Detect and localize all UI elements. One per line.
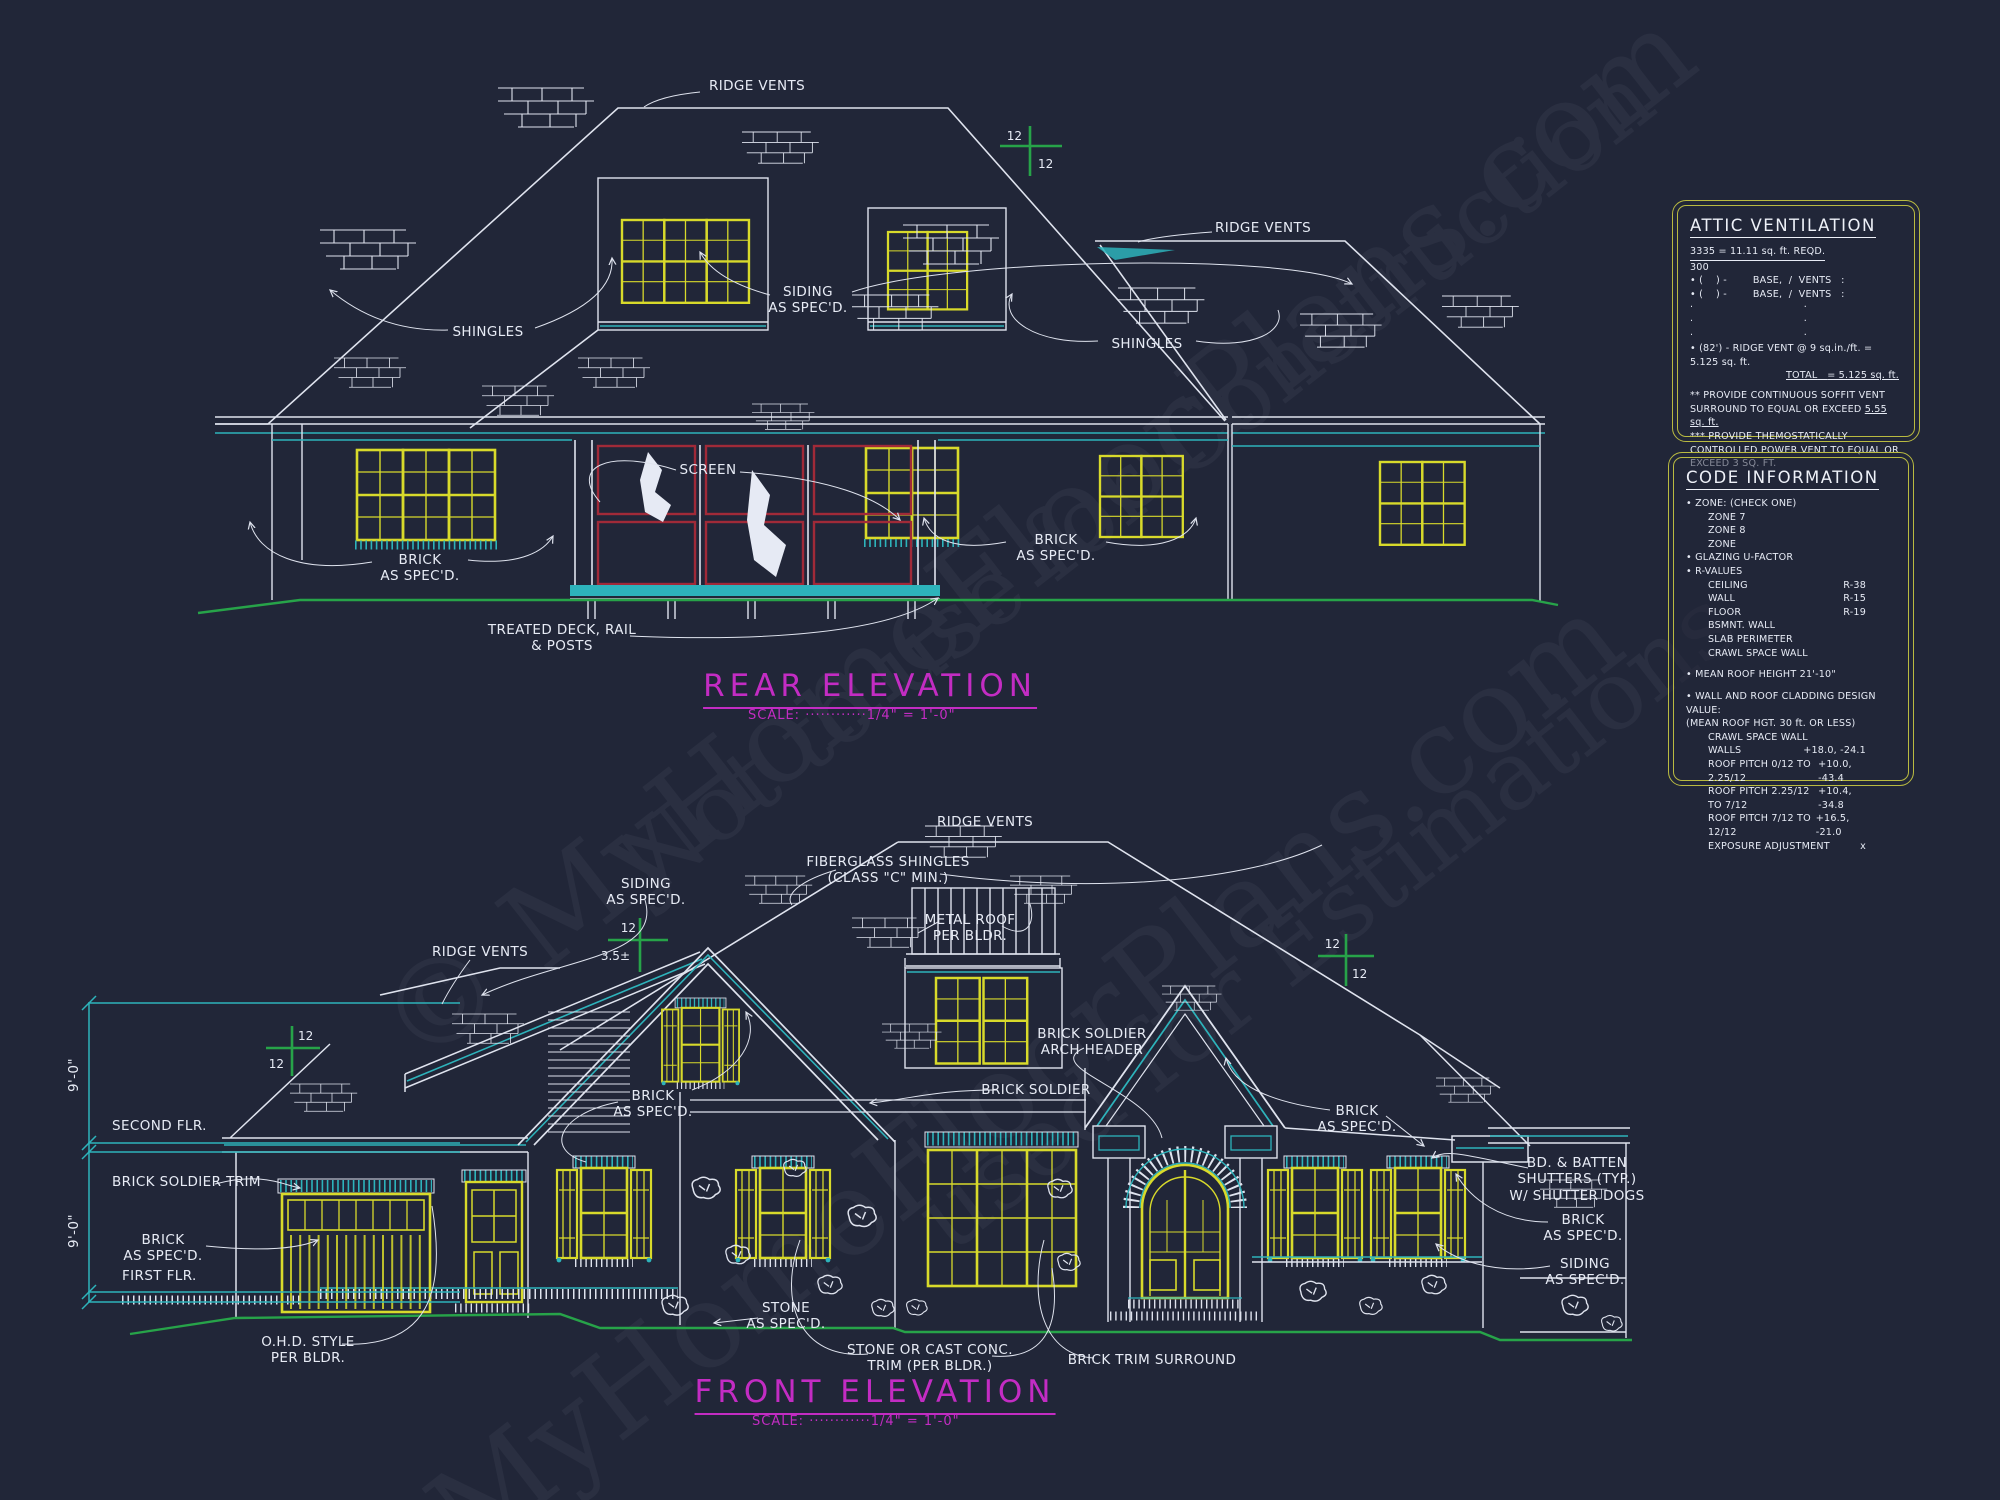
attic-dot-row: · · xyxy=(1690,329,1807,341)
rear-label-screen: SCREEN xyxy=(679,462,737,478)
front-label-brick-soldier-arch: BRICK SOLDIER ARCH HEADER xyxy=(1037,1026,1147,1059)
svg-text:12: 12 xyxy=(269,1057,284,1071)
front-elevation-scale: SCALE: ············1/4" = 1'-0" xyxy=(752,1414,960,1429)
rear-elevation-scale: SCALE: ············1/4" = 1'-0" xyxy=(748,708,956,723)
front-label-brick-right-top: BRICK AS SPEC'D. xyxy=(1317,1103,1397,1136)
front-dim-upper: 9'-0" xyxy=(66,1058,82,1092)
center-triple-window xyxy=(924,1131,1079,1288)
front-label-brick-right: BRICK AS SPEC'D. xyxy=(1543,1212,1623,1245)
front-label-bd-batten: BD. & BATTEN SHUTTERS (TYP.) W/ SHUTTER … xyxy=(1509,1155,1645,1204)
dimension-lines xyxy=(81,995,460,1310)
front-label-brick-center: BRICK AS SPEC'D. xyxy=(613,1088,693,1121)
attic-ridge-row: • (82') - RIDGE VENT @ 9 sq.in./ft. = 5.… xyxy=(1690,343,1873,368)
rear-elevation-title: REAR ELEVATION xyxy=(703,668,1037,709)
front-pitch-garage: 12 12 xyxy=(266,1026,320,1076)
rear-label-ridge-vents-right: RIDGE VENTS xyxy=(1214,220,1312,236)
front-label-first-flr: FIRST FLR. xyxy=(122,1268,197,1284)
code-row: CRAWL SPACE WALL xyxy=(1708,731,1808,743)
attic-calc-denominator: 300 xyxy=(1690,261,1709,273)
garage-door xyxy=(277,1178,435,1314)
attic-total-label: TOTAL xyxy=(1786,370,1818,382)
attic-panel-title: ATTIC VENTILATION xyxy=(1690,216,1876,238)
code-row: BSMNT. WALL xyxy=(1708,620,1776,632)
front-label-brick-trim-surround: BRICK TRIM SURROUND xyxy=(1067,1352,1237,1368)
rear-leader-lines xyxy=(250,91,1352,639)
entry-gable xyxy=(1084,984,1286,1322)
front-label-brick-left: BRICK AS SPEC'D. xyxy=(123,1232,203,1265)
rear-label-shingles-left: SHINGLES xyxy=(452,324,524,340)
attic-vent-row: • ( ) - BASE, / VENTS : xyxy=(1690,275,1845,287)
svg-text:12: 12 xyxy=(298,1029,313,1043)
front-label-stone: STONE AS SPEC'D. xyxy=(746,1300,826,1333)
attic-calc-numerator: 3335 = 11.11 sq. ft. REQD. xyxy=(1690,245,1826,261)
rear-pitch-symbol: 12 12 xyxy=(1000,126,1062,176)
attic-note-1: ** PROVIDE CONTINUOUS SOFFIT VENT SURROU… xyxy=(1690,390,1886,415)
rear-label-deck: TREATED DECK, RAIL & POSTS xyxy=(487,622,637,655)
rear-label-brick-left: BRICK AS SPEC'D. xyxy=(380,552,460,585)
front-label-brick-soldier-trim: BRICK SOLDIER TRIM xyxy=(112,1174,261,1190)
attic-note-1-value: 5.55 sq. ft. xyxy=(1690,403,1887,429)
svg-text:3.5±: 3.5± xyxy=(601,949,630,963)
svg-text:12: 12 xyxy=(1007,129,1022,143)
rear-label-brick-right: BRICK AS SPEC'D. xyxy=(1016,532,1096,565)
code-information-panel: CODE INFORMATION • ZONE: (CHECK ONE) ZON… xyxy=(1668,452,1914,852)
rear-elevation-drawing: 12 12 xyxy=(197,87,1559,639)
svg-text:12: 12 xyxy=(1038,157,1053,171)
code-row: • ZONE: (CHECK ONE) xyxy=(1686,498,1797,509)
rear-label-ridge-vents-left: RIDGE VENTS xyxy=(708,78,806,94)
front-elevation-title: FRONT ELEVATION xyxy=(694,1374,1056,1415)
code-row: SLAB PERIMETER xyxy=(1708,634,1793,646)
code-row: ZONE 8 xyxy=(1708,525,1746,537)
front-pitch-shed: 12 3.5± xyxy=(601,918,668,972)
code-row: • WALL AND ROOF CLADDING DESIGN VALUE: xyxy=(1686,690,1876,716)
code-row: • R-VALUES xyxy=(1686,566,1743,578)
code-row: (MEAN ROOF HGT. 30 ft. OR LESS) xyxy=(1686,718,1856,730)
code-row: CRAWL SPACE WALL xyxy=(1708,647,1808,659)
code-row: ROOF PITCH 2.25/12 TO 7/12+10.4, -34.8 xyxy=(1708,786,1852,811)
front-label-brick-soldier: BRICK SOLDIER xyxy=(981,1082,1091,1098)
code-row: ROOF PITCH 7/12 TO 12/12+16.5, -21.0 xyxy=(1708,813,1850,839)
front-leader-lines xyxy=(205,844,1551,1359)
attic-ventilation-panel: ATTIC VENTILATION 3335 = 11.11 sq. ft. R… xyxy=(1672,200,1920,469)
rear-label-siding: SIDING AS SPEC'D. xyxy=(768,284,848,317)
front-label-siding-left: SIDING AS SPEC'D. xyxy=(606,876,686,909)
front-label-stone-trim: STONE OR CAST CONC. TRIM (PER BLDR.) xyxy=(847,1342,1013,1375)
front-elevation-drawing: 12 3.5± 12 12 12 12 xyxy=(81,825,1632,1359)
attic-vent-row: • ( ) - BASE, / VENTS : xyxy=(1690,288,1845,300)
svg-text:12: 12 xyxy=(621,921,636,935)
code-row: ROOF PITCH 0/12 TO 2.25/12+10.0, -43.4 xyxy=(1708,758,1852,784)
attic-dot-row: · · xyxy=(1690,302,1807,314)
svg-text:12: 12 xyxy=(1352,967,1367,981)
front-label-fiberglass: FIBERGLASS SHINGLES (CLASS "C" MIN.) xyxy=(806,854,970,887)
code-row: ZONE xyxy=(1708,538,1737,550)
code-row: ZONE 7 xyxy=(1708,511,1746,523)
front-label-ohd: O.H.D. STYLE PER BLDR. xyxy=(261,1334,355,1367)
code-panel-title: CODE INFORMATION xyxy=(1686,468,1879,490)
code-row: • MEAN ROOF HEIGHT 21'-10" xyxy=(1686,669,1836,681)
front-label-ridge-vents-top: RIDGE VENTS xyxy=(936,814,1034,830)
front-label-metal-roof: METAL ROOF PER BLDR. xyxy=(924,912,1016,945)
front-dim-lower: 9'-0" xyxy=(66,1214,82,1248)
front-label-ridge-vents-left: RIDGE VENTS xyxy=(431,944,529,960)
code-row: WALLS+18.0, -24.1 xyxy=(1708,745,1866,757)
front-label-siding-right: SIDING AS SPEC'D. xyxy=(1545,1256,1625,1289)
attic-dot-row: · · xyxy=(1690,316,1807,328)
front-pitch-main: 12 12 xyxy=(1318,934,1374,986)
code-row: • GLAZING U-FACTOR xyxy=(1686,552,1794,564)
front-label-second-flr: SECOND FLR. xyxy=(112,1118,207,1134)
rear-label-shingles-right: SHINGLES xyxy=(1111,336,1183,352)
svg-text:12: 12 xyxy=(1325,937,1340,951)
attic-total-value: = 5.125 sq. ft. xyxy=(1827,370,1899,382)
